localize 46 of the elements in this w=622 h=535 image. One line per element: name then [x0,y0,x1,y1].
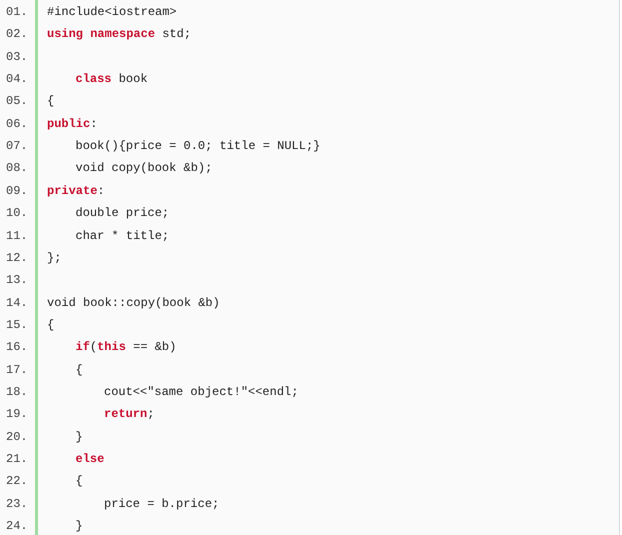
line-number: 01. [6,4,28,20]
line-number: 12. [6,250,28,266]
code-line: char * title; [76,228,170,244]
line-number: 18. [6,384,28,400]
code-line: cout<<"same object!"<<endl; [104,384,298,400]
code-line: void copy(book &b); [76,160,212,176]
line-number: 24. [6,518,28,534]
code-line: void book::copy(book &b) [47,294,220,311]
code-line: if(this == &b) [76,339,176,356]
code-line: public: [47,116,98,132]
code-line: class book [76,71,148,88]
code-line: double price; [76,205,170,222]
code-line: { [47,316,54,333]
line-number: 03. [6,48,28,65]
code-line: }; [47,250,62,266]
line-number: 05. [6,93,28,110]
line-number: 21. [6,451,28,467]
line-number: 13. [6,272,28,288]
line-number: 06. [6,116,28,132]
code-line: book(){price = 0.0; title = NULL;} [76,138,320,154]
line-number: 07. [6,138,28,154]
code-line: #include<iostream> [47,4,177,20]
line-number: 02. [6,26,28,42]
line-number: 09. [6,182,28,199]
code-line: { [76,473,83,490]
line-number: 04. [6,71,28,88]
code-line: return; [104,406,154,422]
code-line: { [47,93,54,110]
code-line: private: [47,182,105,199]
code-line: else [76,451,104,467]
code-line: { [76,362,83,378]
line-number: 08. [6,160,28,176]
line-number: 14. [6,294,28,311]
code-line: using namespace std; [47,26,192,42]
line-number: 10. [6,205,28,222]
line-number: 17. [6,362,28,378]
code-line: } [76,428,83,445]
line-number: 23. [6,496,28,512]
line-number: 19. [6,406,28,422]
code-line: price = b.price; [104,496,220,512]
line-number: 15. [6,316,28,333]
code-line: } [76,518,83,534]
line-number: 16. [6,339,28,356]
line-number: 11. [6,228,28,244]
line-number: 22. [6,473,28,490]
line-number: 20. [6,428,28,445]
